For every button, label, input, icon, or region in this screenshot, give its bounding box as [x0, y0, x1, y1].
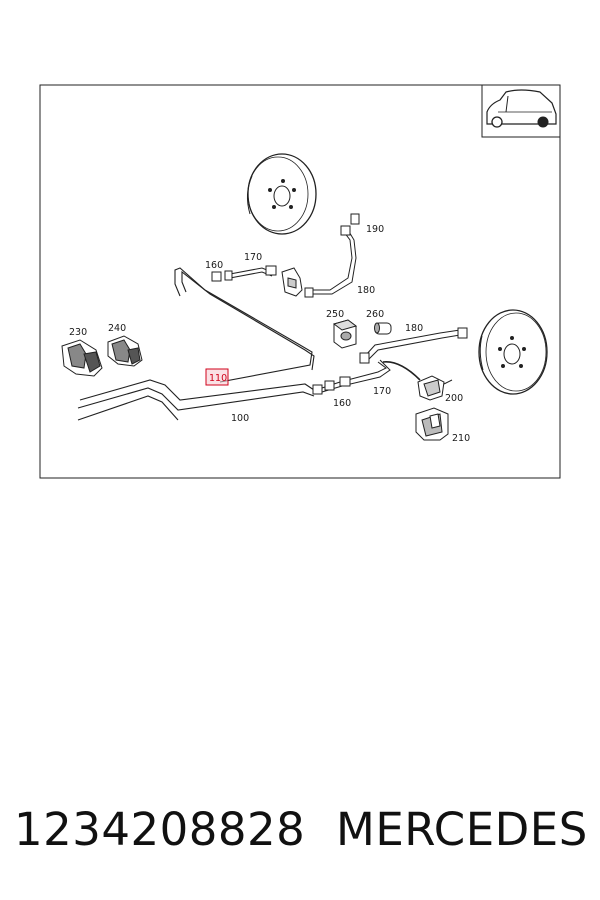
brake-pads-230: [61, 339, 103, 377]
label-170-top: 170: [244, 252, 262, 263]
bracket-upper: [281, 267, 303, 297]
product-footer: 1234208828 MERCEDES: [0, 800, 600, 870]
label-200: 200: [445, 393, 463, 404]
label-250: 250: [326, 309, 344, 320]
brake-drum-top: [246, 153, 317, 235]
block-250: [332, 319, 358, 349]
label-170-bottom: 170: [373, 386, 391, 397]
brake-line-diagram: 100 110 160 160 170 170 180 180 190 200 …: [39, 84, 561, 479]
brake-hose-right: [359, 327, 468, 364]
label-240: 240: [108, 323, 126, 334]
block-260: [374, 322, 392, 335]
label-230: 230: [69, 327, 87, 338]
brand-name: MERCEDES: [336, 803, 588, 856]
caliper-200: [417, 375, 453, 401]
label-210: 210: [452, 433, 470, 444]
brake-hose-lower: [312, 359, 421, 395]
label-160-top: 160: [205, 260, 223, 271]
car-side-icon: [481, 84, 561, 138]
brake-hose-upper: [224, 213, 360, 298]
label-100: 100: [231, 413, 249, 424]
label-260: 260: [366, 309, 384, 320]
label-160-bottom: 160: [333, 398, 351, 409]
brake-line-100: [77, 379, 315, 421]
highlight-box-110: [205, 368, 229, 386]
part-number: 1234208828: [14, 803, 306, 856]
label-190: 190: [366, 224, 384, 235]
label-180-right: 180: [405, 323, 423, 334]
label-180-top: 180: [357, 285, 375, 296]
brake-line-110: [174, 267, 315, 383]
label-110[interactable]: 110: [209, 373, 227, 384]
brake-drum-right: [478, 309, 548, 395]
brake-pads-240: [107, 335, 143, 367]
clip-160-top: [211, 271, 222, 282]
caliper-bracket-210: [415, 407, 449, 441]
